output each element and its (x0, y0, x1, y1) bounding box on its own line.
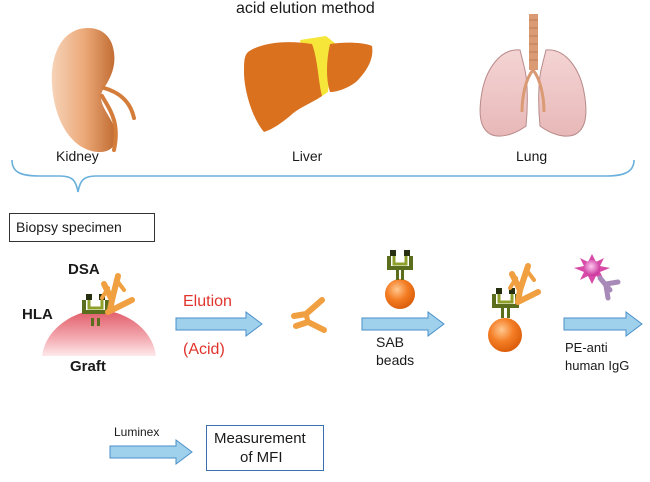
sab-bead (385, 250, 415, 309)
sab-beads-label-line1: SAB (376, 334, 405, 350)
pe-arrow (563, 311, 643, 337)
kidney-illustration (51, 28, 136, 153)
free-antibody (291, 297, 327, 333)
bead-antibody-complex (488, 263, 541, 352)
pe-label-line2: human IgG (565, 358, 630, 373)
graft-illustration (42, 310, 156, 356)
biopsy-specimen-box: Biopsy specimen (9, 213, 155, 242)
pe-anti-human-igg (574, 254, 621, 301)
organ-label-lung: Lung (516, 148, 548, 164)
lung-illustration (479, 14, 587, 137)
luminex-label: Luminex (114, 425, 160, 439)
grouping-brace (11, 159, 635, 193)
dsa-label: DSA (68, 261, 100, 278)
sab-beads-label-line2: beads (376, 352, 415, 368)
luminex-arrow (109, 439, 193, 465)
measurement-box: Measurement of MFI (206, 425, 324, 471)
graft-label: Graft (70, 358, 106, 375)
acid-label: (Acid) (183, 341, 225, 358)
organ-label-kidney: Kidney (56, 148, 99, 164)
dsa-antibody (100, 273, 135, 315)
elution-arrow (175, 311, 263, 337)
biopsy-specimen-label: Biopsy specimen (16, 219, 122, 235)
organ-label-liver: Liver (292, 148, 323, 164)
sab-arrow (361, 311, 445, 337)
diagram-title: acid elution method (236, 0, 375, 17)
pe-label-line1: PE-anti (565, 340, 608, 355)
measurement-label-line1: Measurement (214, 430, 306, 447)
measurement-label-line2: of MFI (240, 449, 283, 466)
elution-label: Elution (183, 293, 232, 310)
liver-illustration (244, 36, 373, 132)
hla-label: HLA (22, 306, 53, 323)
